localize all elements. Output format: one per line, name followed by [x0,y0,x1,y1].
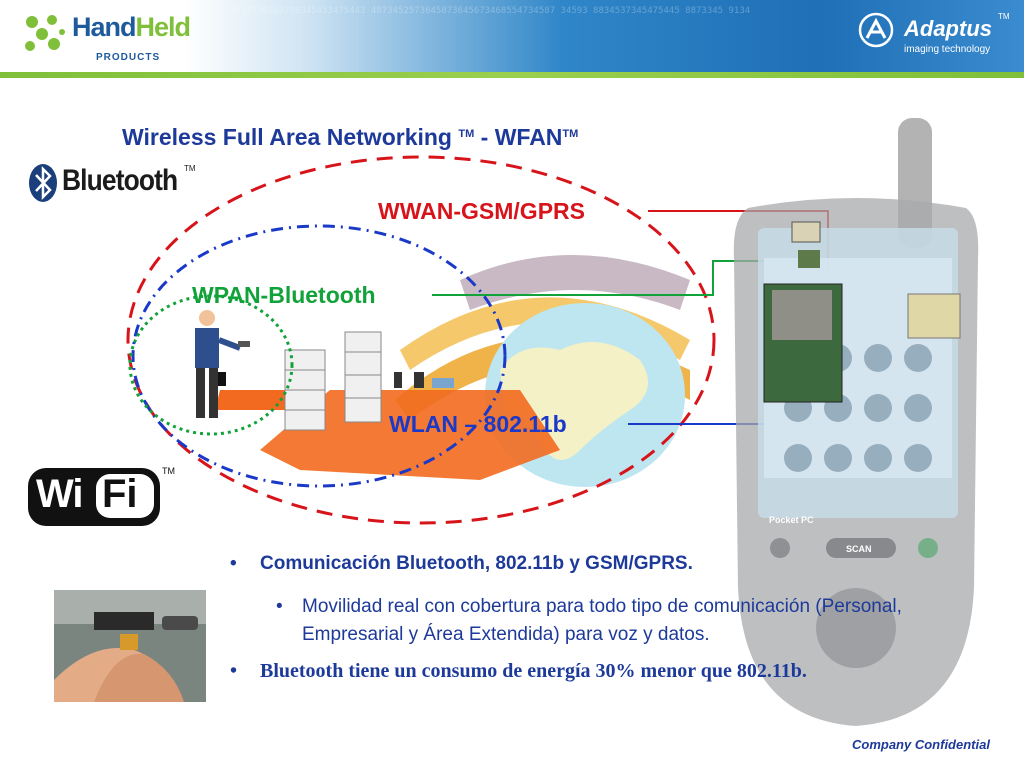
header-background-digits: 4834596345798345453475443 48734525736458… [230,6,751,16]
bullet-item-1-text: Comunicación Bluetooth, 802.11b y GSM/GP… [260,553,693,574]
bullet-sub-item: •Movilidad real con cobertura para todo … [276,593,986,649]
bullet-item-2-text: Bluetooth tiene un consumo de energía 30… [260,660,807,682]
wifi-logo: Wi Fi TM [28,466,176,528]
partner-tagline: imaging technology [904,44,991,55]
pocket-pc-device [733,118,979,726]
header-banner [0,0,1024,76]
gsm-module-icon [791,221,821,243]
confidential-footer: Company Confidential [852,737,990,752]
wlan-coverage-ellipse [131,224,507,488]
wlan-label: WLAN – 802.11b [389,411,567,437]
slide-title: Wireless Full Area Networking TM - WFANT… [122,124,578,151]
wlan-module-icon [907,293,961,339]
bluetooth-module-icon [798,250,820,268]
brand-products: PRODUCTS [96,52,161,63]
wwan-label: WWAN-GSM/GPRS [378,198,585,224]
wwan-coverage-ellipse [126,155,716,525]
wifi-wi: Wi [36,472,84,516]
partner-name: Adaptus [904,16,992,41]
network-devices-icon [394,372,454,388]
device-scan-label: SCAN [846,544,872,554]
wifi-tm: TM [162,466,175,476]
bluetooth-logo-text: Bluetooth [62,164,178,197]
adaptus-mark-icon [858,12,894,48]
person-icon [195,310,250,418]
title-tm: TM [458,128,475,140]
title-suffix-tm: TM [562,128,579,140]
bullet-sub-item-text: Movilidad real con cobertura para todo t… [302,596,902,645]
handheld-products-logo: HandHeld PRODUCTS [22,8,227,66]
office-wall-illustration [284,331,382,431]
bluetooth-tm: TM [184,164,196,173]
bullet-item-2: •Bluetooth tiene un consumo de energía 3… [230,660,807,682]
wpan-label: WPAN-Bluetooth [192,282,376,308]
handheld-dots-icon [25,15,65,51]
adaptus-logo: Adaptus TM imaging technology [858,10,1018,64]
brand-hand: Hand [72,12,136,42]
device-brand: Pocket PC [769,515,814,525]
bluetooth-logo: Bluetooth TM [28,160,198,206]
wpan-coverage-ellipse [128,294,294,436]
partner-tm: TM [998,12,1010,21]
wifi-fi: Fi [102,472,138,516]
title-suffix: - WFAN [480,124,563,150]
header-accent-stripe [0,72,1024,78]
brand-held: Held [135,12,192,42]
network-diagram [126,155,921,525]
sim-card-photo [54,590,206,702]
bluetooth-icon [29,164,57,202]
bullet-item-1: •Comunicación Bluetooth, 802.11b y GSM/G… [230,553,693,574]
title-main: Wireless Full Area Networking [122,124,452,150]
